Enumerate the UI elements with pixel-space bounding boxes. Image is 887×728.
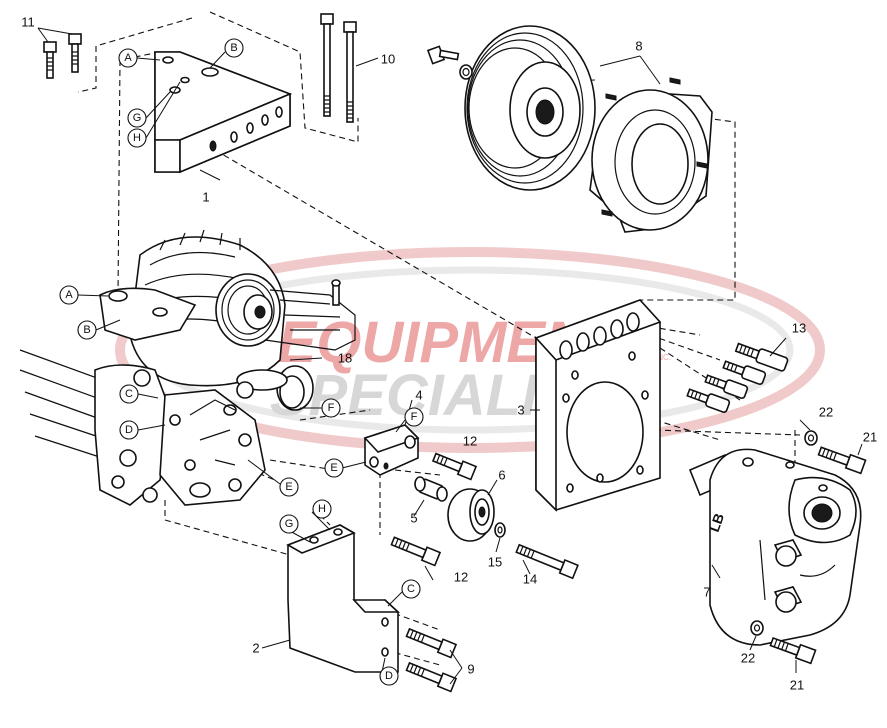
part-number-2: 2	[252, 641, 259, 656]
callout-d-engine: D	[119, 420, 139, 440]
callout-e-bracket: E	[324, 458, 344, 478]
svg-text:G: G	[133, 112, 142, 124]
watermark-mark: INC.	[655, 353, 671, 362]
part-number-5: 5	[410, 511, 417, 526]
l-bracket-2	[261, 524, 401, 673]
cap-screws-13	[686, 337, 789, 413]
svg-text:B: B	[230, 42, 237, 54]
svg-text:G: G	[285, 518, 294, 530]
svg-text:A: A	[65, 289, 73, 301]
svg-text:F: F	[411, 411, 418, 423]
callout-b-engine: B	[77, 320, 97, 340]
svg-text:H: H	[133, 132, 141, 144]
svg-text:C: C	[125, 388, 133, 400]
part-number-1: 1	[202, 190, 209, 205]
hydraulic-pump-7: LB	[688, 448, 862, 646]
part-number-15: 15	[488, 555, 502, 570]
part-number-12-lower: 12	[454, 570, 468, 585]
clutch-pulley-8	[426, 25, 596, 191]
washer-22-bottom	[750, 620, 764, 636]
pump-bolt-21-bottom	[769, 636, 817, 665]
pump-bolt-21-top	[817, 446, 867, 475]
part-number-6: 6	[498, 468, 505, 483]
callout-f-engine: F	[321, 398, 341, 418]
svg-text:A: A	[124, 52, 132, 64]
part-number-8: 8	[635, 39, 642, 54]
bolt-pair-11	[37, 27, 82, 79]
callout-h-top: H	[127, 128, 147, 148]
svg-text:E: E	[285, 481, 292, 493]
part-number-labels: 11 1 10 8 13 18 3 4 12 6 5 12 15 14 2 9 …	[21, 15, 877, 693]
svg-text:C: C	[407, 583, 415, 595]
long-bolts-10	[320, 13, 379, 123]
svg-text:B: B	[83, 324, 90, 336]
pump-marking: LB	[706, 511, 727, 534]
bolt-14	[515, 543, 579, 580]
washer-22-top	[804, 430, 818, 446]
svg-text:D: D	[125, 424, 133, 436]
adapter-plate-3	[534, 299, 662, 512]
callout-g-top: G	[127, 108, 147, 128]
letter-leaders	[77, 51, 863, 673]
part-number-4: 4	[415, 388, 422, 403]
callout-b-top: B	[224, 38, 244, 58]
callout-g-bracket: G	[279, 514, 299, 534]
part-number-18: 18	[338, 351, 352, 366]
clutch-adapter-8	[589, 55, 713, 233]
svg-text:F: F	[328, 402, 335, 414]
bolts-9	[405, 627, 463, 693]
part-number-11: 11	[21, 15, 35, 30]
part-number-21-bottom: 21	[790, 678, 804, 693]
callout-e-engine: E	[279, 477, 299, 497]
svg-text:D: D	[385, 670, 393, 682]
callout-h-bracket: H	[312, 499, 332, 519]
svg-text:E: E	[330, 462, 337, 474]
part-number-22-bottom: 22	[741, 651, 755, 666]
mounting-block-1	[154, 51, 293, 174]
spacer-5	[414, 476, 448, 502]
part-number-14: 14	[523, 572, 537, 587]
part-number-10: 10	[381, 52, 395, 67]
part-number-22-top: 22	[819, 405, 833, 420]
part-number-3: 3	[517, 403, 524, 418]
callout-c-bracket: C	[401, 579, 421, 599]
bolt-12-lower	[390, 536, 442, 567]
callout-c-engine: C	[119, 384, 139, 404]
engine-alternator-assembly	[19, 229, 356, 506]
part-number-13: 13	[792, 321, 806, 336]
part-number-12-upper: 12	[463, 434, 477, 449]
washer-15	[494, 522, 506, 553]
callout-d-bracket: D	[379, 666, 399, 686]
part-number-9: 9	[467, 662, 474, 677]
part-number-21-top: 21	[863, 430, 877, 445]
part-number-7: 7	[703, 585, 710, 600]
bolt-12-upper	[431, 452, 478, 481]
callout-f-bracket: F	[404, 407, 424, 427]
callout-a-top: A	[118, 48, 138, 68]
callout-a-engine: A	[59, 285, 79, 305]
svg-text:H: H	[318, 503, 326, 515]
idler-pulley-6	[447, 479, 498, 542]
